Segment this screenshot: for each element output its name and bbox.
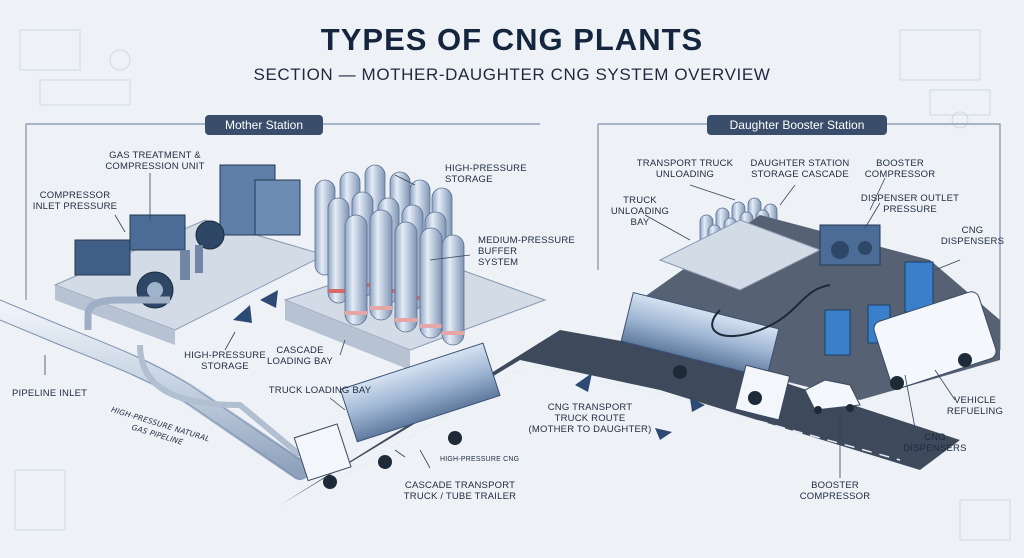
- diagram-title: TYPES OF CNG PLANTS: [320, 22, 704, 57]
- loading-arrow: [233, 305, 252, 323]
- label-truck-loading-bay: TRUCK LOADING BAY: [268, 385, 372, 396]
- daughter-tube-trailer: [620, 291, 791, 421]
- leader-lines: [44, 173, 961, 478]
- road-marking: [329, 364, 901, 486]
- diagram-subtitle: SECTION — MOTHER-DAUGHTER CNG SYSTEM OVE…: [253, 65, 771, 84]
- cylinder-front-2: [369, 209, 393, 321]
- compression-platform-side: [55, 285, 175, 345]
- label-booster-compressor-bottom: BOOSTER COMPRESSOR: [799, 480, 871, 502]
- label-cascade-loading-bay: CASCADE LOADING BAY: [267, 345, 333, 367]
- label-dispenser-outlet: DISPENSER OUTLET PRESSURE: [860, 193, 960, 215]
- daughter-station-heading: Daughter Booster Station: [707, 115, 887, 135]
- mother-station-heading: Mother Station: [205, 115, 323, 135]
- booster-compressor: [819, 224, 881, 266]
- label-pipeline-inlet: PIPELINE INLET: [12, 388, 88, 399]
- compression-unit: [74, 164, 301, 309]
- unloading-hose: [711, 284, 831, 338]
- route-arrows: [575, 373, 705, 440]
- mother-tube-trailer: [293, 342, 501, 489]
- label-high-pressure-storage-left: HIGH-PRESSURE STORAGE: [184, 350, 266, 372]
- loading-arrow-2: [260, 290, 278, 308]
- label-compressor-inlet: COMPRESSOR INLET PRESSURE: [32, 190, 118, 212]
- feed-pipe: [84, 296, 170, 330]
- label-high-pressure-storage-top: HIGH-PRESSURE STORAGE: [445, 163, 527, 185]
- transfer-pipe: [137, 344, 302, 458]
- label-cng-dispensers-top: CNG DISPENSERS: [940, 225, 1005, 247]
- label-medium-pressure-buffer: MEDIUM-PRESSURE BUFFER SYSTEM: [478, 235, 575, 268]
- label-transport-unloading: TRANSPORT TRUCK UNLOADING: [636, 158, 734, 180]
- label-cng-dispensers-bottom: CNG DISPENSERS: [903, 432, 967, 454]
- cylinder-front-3: [394, 221, 418, 333]
- storage-platform-side: [285, 300, 410, 370]
- label-booster-compressor-top: BOOSTER COMPRESSOR: [864, 158, 936, 180]
- label-gas-treatment: GAS TREATMENT & COMPRESSION UNIT: [105, 150, 205, 172]
- label-transport-route: CNG TRANSPORT TRUCK ROUTE (MOTHER TO DAU…: [528, 402, 652, 435]
- background-sketch: [14, 29, 1011, 541]
- car: [804, 379, 861, 414]
- gas-pipeline: [0, 300, 310, 480]
- label-high-pressure-cng: HIGH-PRESSURE CNG: [440, 456, 520, 463]
- cylinder-front-1: [344, 214, 368, 326]
- transport-road: [280, 330, 960, 505]
- label-cascade-truck: CASCADE TRANSPORT TRUCK / TUBE TRAILER: [403, 480, 517, 502]
- cylinder-front-5: [441, 234, 465, 346]
- bus: [873, 291, 997, 390]
- label-truck-unloading-bay: TRUCK UNLOADING BAY: [610, 195, 670, 228]
- label-vehicle-refueling: VEHICLE REFUELING: [946, 395, 1004, 417]
- cylinder-front-4: [419, 227, 443, 339]
- label-storage-cascade: DAUGHTER STATION STORAGE CASCADE: [750, 158, 850, 180]
